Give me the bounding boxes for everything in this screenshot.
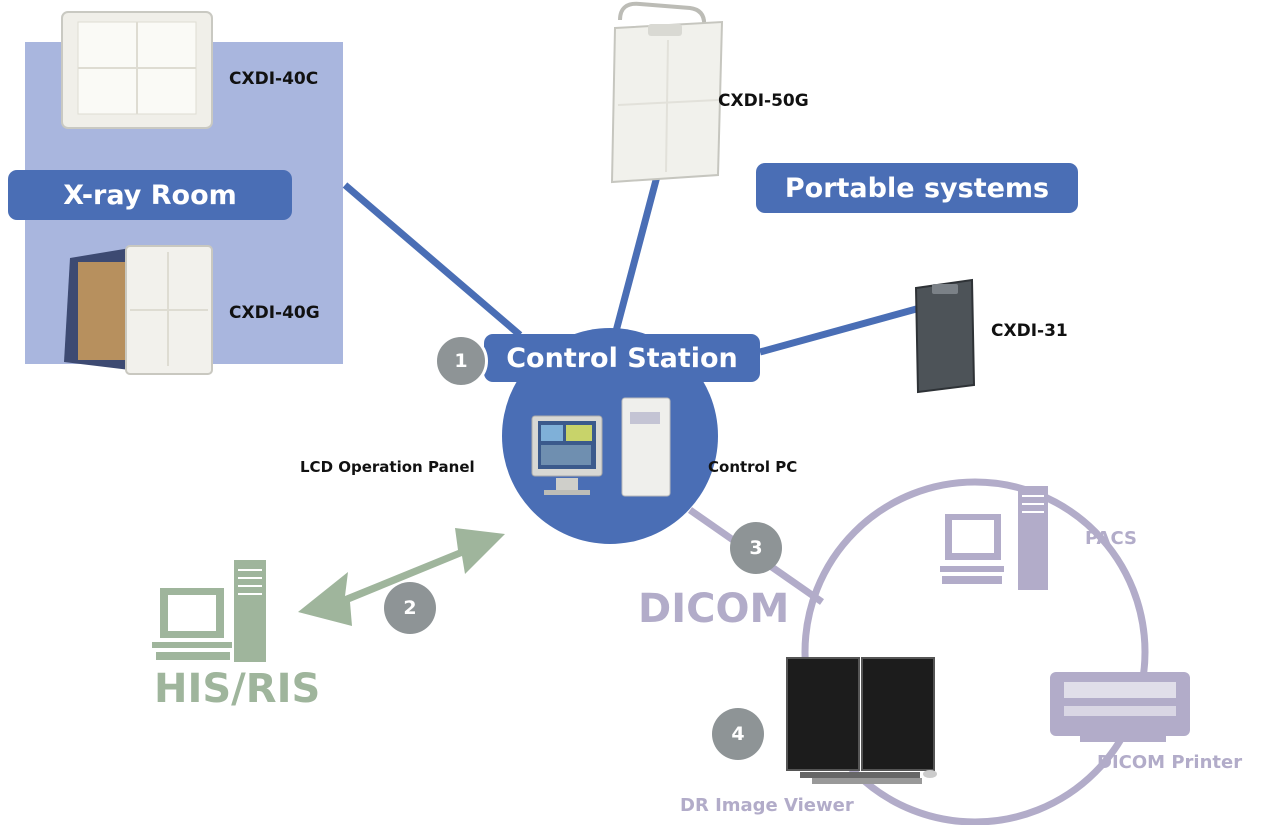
step-1-badge: 1 xyxy=(434,334,488,388)
dicom-printer xyxy=(1050,672,1190,742)
xray-room-title: X-ray Room xyxy=(8,170,292,220)
control-pc-image xyxy=(621,397,671,497)
pacs-label: PACS xyxy=(1085,528,1137,549)
cxdi-40c-detector xyxy=(61,11,213,129)
control-pc-label: Control PC xyxy=(708,458,798,476)
cxdi-40g-detector xyxy=(64,245,213,375)
link-cxdi-31 xyxy=(759,304,921,356)
dr-image-viewer-monitors xyxy=(786,657,937,784)
lcd-operation-panel-image xyxy=(531,415,603,495)
control-station-title: Control Station xyxy=(484,334,760,382)
dicom-label: DICOM xyxy=(638,586,790,632)
lcd-operation-panel-label: LCD Operation Panel xyxy=(300,458,475,476)
cxdi-31-label: CXDI-31 xyxy=(991,321,1068,341)
portable-systems-title: Portable systems xyxy=(756,163,1078,213)
cxdi-50g-detector xyxy=(610,1,724,184)
cxdi-40c-label: CXDI-40C xyxy=(229,69,319,89)
cxdi-50g-label: CXDI-50G xyxy=(718,91,809,111)
link-cxdi-50g xyxy=(611,164,664,336)
pacs-computer xyxy=(940,486,1048,590)
dicom-network-ring xyxy=(801,478,1149,825)
step-4-badge: 4 xyxy=(712,708,764,760)
link-xray-room xyxy=(342,182,523,338)
step-2-badge: 2 xyxy=(384,582,436,634)
his-ris-label: HIS/RIS xyxy=(154,666,321,712)
his-ris-computer xyxy=(152,560,266,662)
cxdi-31-detector xyxy=(914,278,976,394)
cxdi-40g-label: CXDI-40G xyxy=(229,303,320,323)
dr-image-viewer-label: DR Image Viewer xyxy=(680,795,854,816)
dicom-printer-label: DICOM Printer xyxy=(1097,752,1243,773)
his-ris-arrow xyxy=(298,528,505,626)
step-3-badge: 3 xyxy=(730,522,782,574)
